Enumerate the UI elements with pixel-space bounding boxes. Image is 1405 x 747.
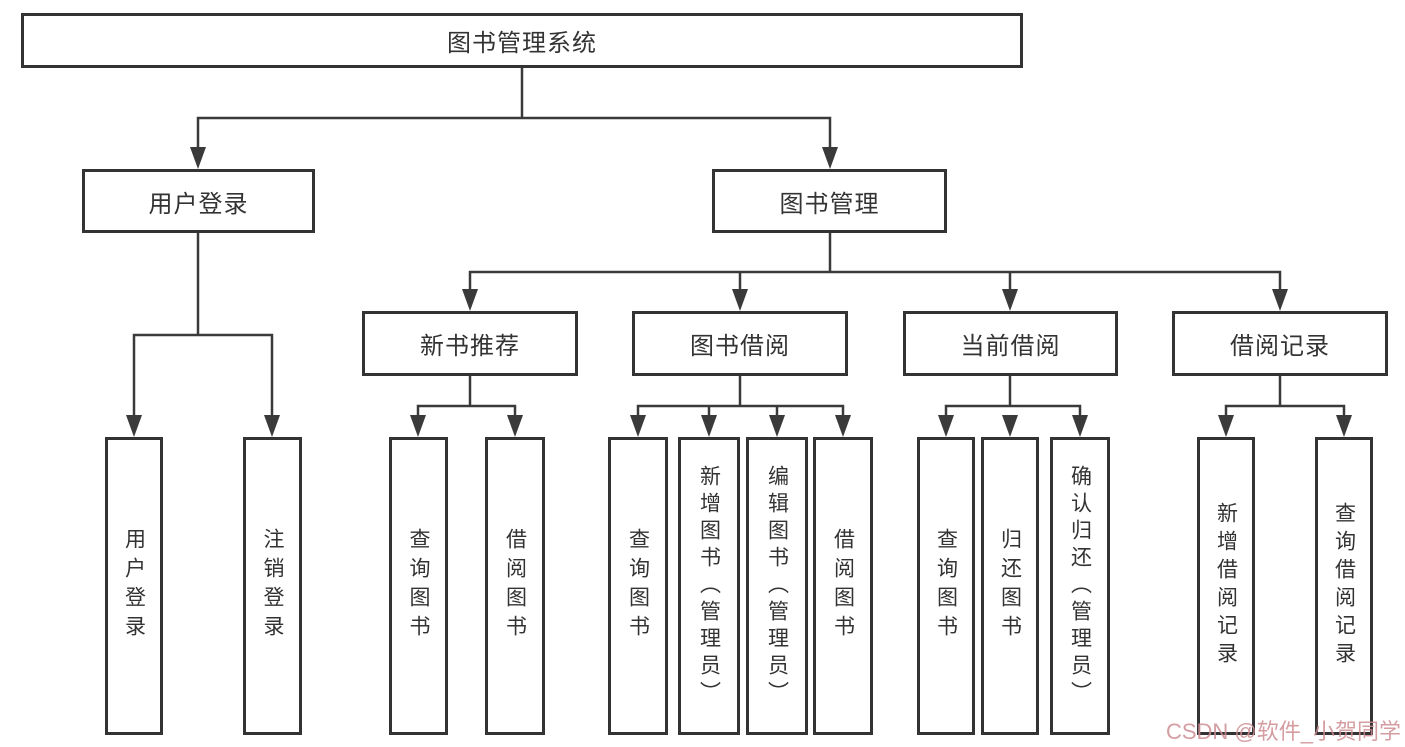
leaf-logout: 注销登录 <box>243 437 302 735</box>
node-book-management: 图书管理 <box>712 169 947 233</box>
leaf-return-books: 归还图书 <box>981 437 1039 735</box>
leaf-label: 归还图书 <box>998 528 1022 644</box>
leaf-add-borrow-record: 新增借阅记录 <box>1197 437 1255 735</box>
leaf-query-books-recommend: 查询图书 <box>389 437 448 735</box>
node-label: 图书管理 <box>779 190 880 218</box>
leaf-confirm-return-admin: 确认归还（管理员） <box>1050 437 1110 735</box>
csdn-watermark: CSDN @软件_小贺同学 <box>1165 719 1401 744</box>
node-library-management-system: 图书管理系统 <box>21 13 1023 68</box>
leaf-query-books-borrowing: 查询图书 <box>608 437 668 735</box>
node-current-borrowing: 当前借阅 <box>903 311 1118 376</box>
node-user-login: 用户登录 <box>82 169 315 233</box>
leaf-label: 查询图书 <box>934 528 958 644</box>
leaf-edit-books-admin: 编辑图书（管理员） <box>746 437 808 735</box>
leaf-query-books-current: 查询图书 <box>917 437 975 735</box>
node-label: 新书推荐 <box>420 333 520 360</box>
leaf-label: 注销登录 <box>261 528 284 644</box>
leaf-label: 确认归还（管理员） <box>1068 464 1092 708</box>
leaf-label: 查询图书 <box>407 528 430 644</box>
leaf-label: 用户登录 <box>122 528 146 644</box>
leaf-label: 编辑图书（管理员） <box>765 464 789 708</box>
leaf-label: 查询图书 <box>626 528 650 644</box>
node-book-borrowing: 图书借阅 <box>632 311 848 376</box>
node-label: 图书管理系统 <box>447 30 597 57</box>
node-new-book-recommend: 新书推荐 <box>362 311 578 376</box>
node-label: 借阅记录 <box>1230 333 1330 360</box>
leaf-label: 新增图书（管理员） <box>697 464 721 708</box>
node-borrowing-records: 借阅记录 <box>1172 311 1388 376</box>
tree-edges <box>132 68 1346 418</box>
leaf-label: 查询借阅记录 <box>1332 502 1356 670</box>
node-label: 用户登录 <box>148 190 249 218</box>
leaf-label: 新增借阅记录 <box>1214 502 1238 670</box>
node-label: 当前借阅 <box>960 333 1061 360</box>
leaf-label: 借阅图书 <box>831 528 855 644</box>
arrowheads <box>126 147 1352 437</box>
leaf-add-books-admin: 新增图书（管理员） <box>678 437 740 735</box>
leaf-user-login: 用户登录 <box>105 437 163 735</box>
leaf-borrow-books: 借阅图书 <box>813 437 873 735</box>
node-label: 图书借阅 <box>690 333 790 360</box>
leaf-label: 借阅图书 <box>503 528 527 644</box>
leaf-query-borrow-record: 查询借阅记录 <box>1315 437 1373 735</box>
leaf-borrow-books-recommend: 借阅图书 <box>485 437 545 735</box>
